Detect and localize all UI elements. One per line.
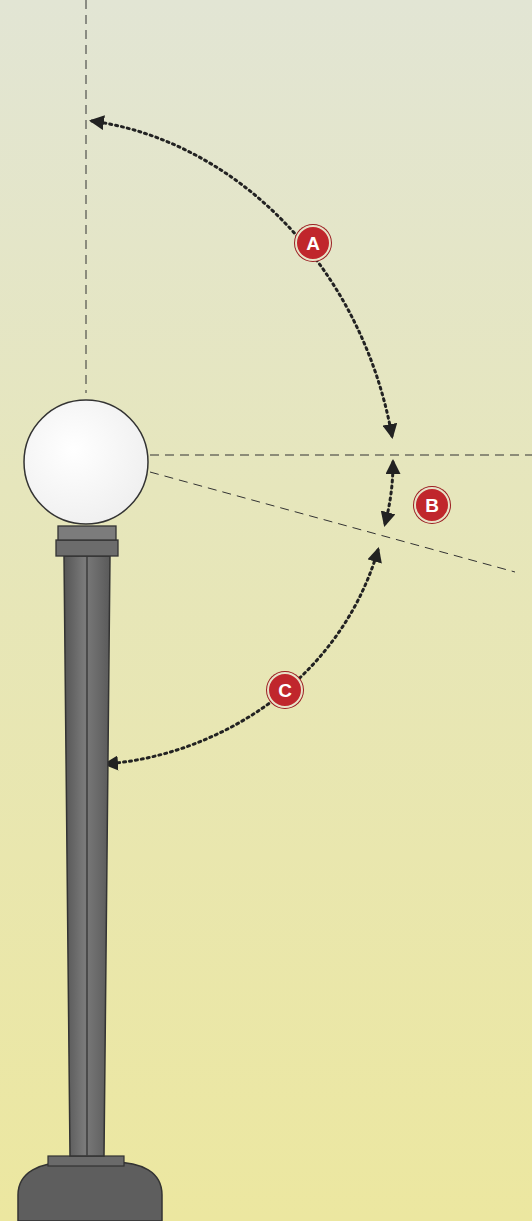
callout-letter: A	[306, 234, 320, 253]
callout-circle: B	[414, 487, 450, 523]
callout-letter: B	[425, 496, 439, 515]
callout-circle: C	[267, 672, 303, 708]
callout-letter: C	[278, 681, 292, 700]
reference-lines	[86, 0, 532, 572]
callout-circle: A	[295, 225, 331, 261]
lamp-post	[18, 400, 162, 1221]
